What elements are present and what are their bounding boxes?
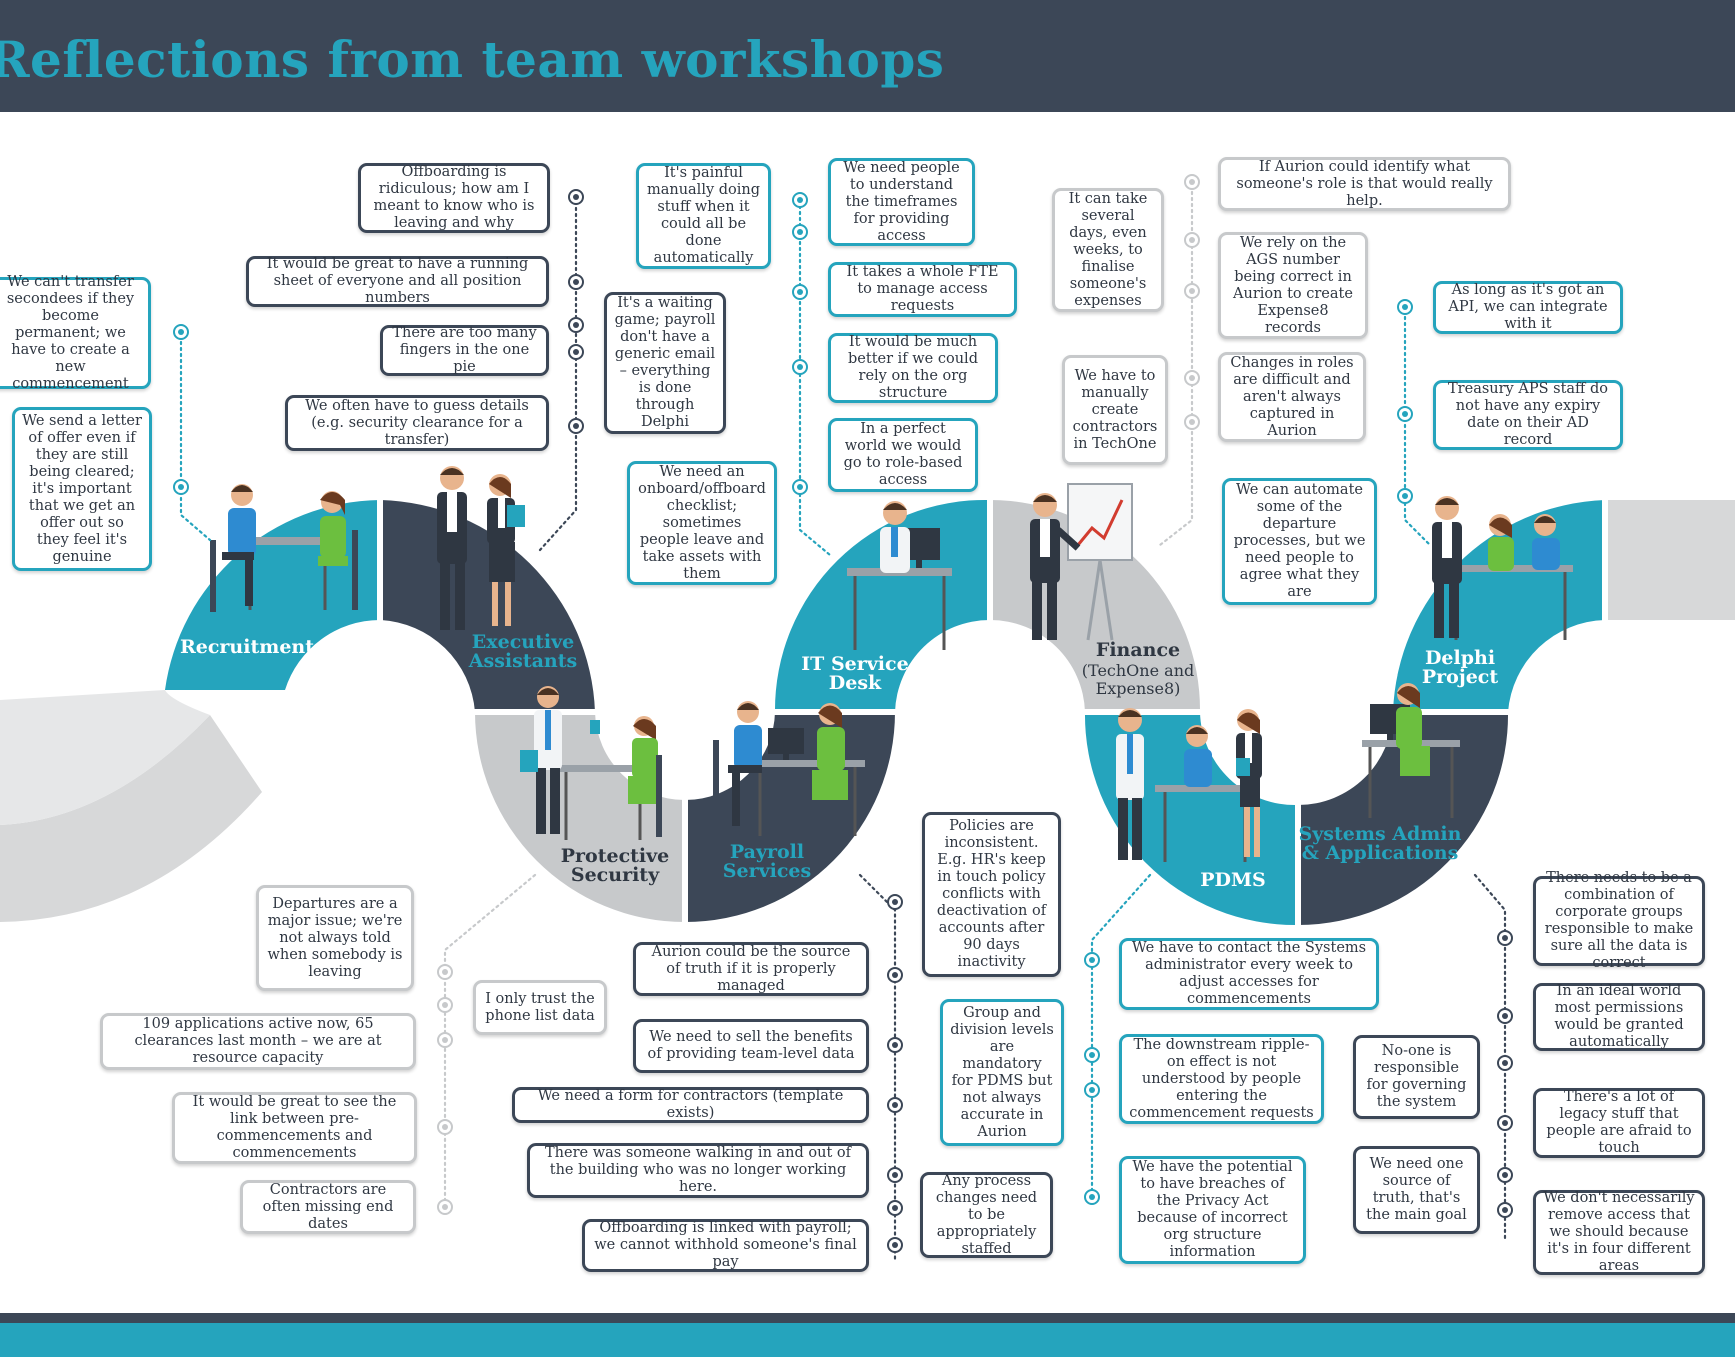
comment-box: Offboarding is ridiculous; how am I mean… — [358, 163, 550, 233]
comment-box: We don't necessarily remove access that … — [1533, 1190, 1705, 1275]
comment-box: Changes in roles are difficult and aren'… — [1218, 352, 1366, 442]
comment-box: If Aurion could identify what someone's … — [1218, 157, 1511, 211]
segment-label-line: Delphi — [1425, 647, 1495, 669]
comment-box: We need people to understand the timefra… — [828, 158, 975, 246]
comment-box: Policies are inconsistent. E.g. HR's kee… — [922, 812, 1061, 977]
segment-label-line: & Applications — [1302, 842, 1459, 864]
comment-box: As long as it's got an API, we can integ… — [1433, 281, 1623, 334]
connector-it-service-desk — [798, 198, 832, 557]
comment-box: Any process changes need to be appropria… — [920, 1172, 1053, 1258]
segment-label-line: Services — [723, 860, 811, 882]
comment-box: There's a lot of legacy stuff that peopl… — [1533, 1088, 1705, 1158]
systems-admin-scene-icon — [1362, 683, 1460, 818]
comment-box: I only trust the phone list data — [473, 980, 607, 1035]
comment-box: It's a waiting game; payroll don't have … — [604, 292, 726, 434]
comment-box: Contractors are often missing end dates — [240, 1180, 416, 1234]
connector-recruitment — [179, 328, 212, 542]
comment-box: We have to manually create contractors i… — [1062, 355, 1168, 465]
segment-systems-admin-shape — [1298, 712, 1509, 925]
footer-bar-dark — [0, 1313, 1735, 1323]
segment-recruitment-label: Recruitment — [180, 636, 314, 658]
segment-label-line: Assistants — [468, 650, 577, 672]
comment-box: It would be great to see the link betwee… — [172, 1092, 417, 1164]
connector-nodes — [173, 174, 1513, 1253]
payroll-services-scene-icon — [713, 701, 865, 836]
ribbon — [0, 496, 1735, 930]
ribbon-left-tail-inner — [0, 690, 210, 825]
connector-pdms — [1090, 873, 1152, 1202]
it-service-desk-scene-icon — [847, 501, 952, 650]
comment-box: We need a form for contractors (template… — [512, 1087, 869, 1123]
comment-box: There are too many fingers in the one pi… — [380, 325, 549, 376]
segment-systems-admin-label: Systems Admin& Applications — [1299, 823, 1462, 864]
office-scenes — [210, 466, 1573, 862]
recruitment-scene-icon — [210, 484, 358, 612]
segment-label-line: Executive — [472, 631, 574, 653]
comment-box: We need to sell the benefits of providin… — [633, 1019, 869, 1073]
page-title: Reflections from team workshops — [0, 30, 945, 89]
connector-executive-assistants — [538, 194, 578, 552]
segment-finance-label: Finance — [1096, 639, 1180, 661]
segment-label-line: Desk — [829, 672, 882, 694]
comment-box: There was someone walking in and out of … — [527, 1143, 869, 1198]
comment-box: We often have to guess details (e.g. sec… — [285, 395, 549, 451]
comment-box: No-one is responsible for governing the … — [1353, 1035, 1480, 1119]
comment-box: We have to contact the Systems administr… — [1119, 938, 1379, 1010]
comment-box: It would be much better if we could rely… — [828, 333, 998, 403]
comment-box: The downstream ripple-on effect is not u… — [1119, 1034, 1324, 1124]
segment-label-line: Protective — [561, 845, 670, 867]
comment-box: We have the potential to have breaches o… — [1119, 1156, 1306, 1264]
finance-scene-icon — [1030, 483, 1133, 641]
comment-box: Aurion could be the source of truth if i… — [633, 942, 869, 996]
segment-label-line: Payroll — [730, 841, 804, 863]
segment-label-line: Systems Admin — [1299, 823, 1462, 845]
header-bar: Reflections from team workshops — [0, 0, 1735, 112]
comment-box: Treasury APS staff do not have any expir… — [1433, 380, 1623, 450]
comment-box: Group and division levels are mandatory … — [940, 999, 1064, 1146]
ribbon-left-tail — [0, 715, 262, 922]
segment-sublabel-line: (TechOne and — [1082, 661, 1194, 680]
footer-bar-teal — [0, 1323, 1735, 1357]
connector-protective-security — [443, 873, 537, 1212]
comment-box: Offboarding is linked with payroll; we c… — [582, 1219, 869, 1272]
comment-box: We can't transfer secondees if they beco… — [0, 274, 151, 392]
comment-box: In a perfect world we would go to role-b… — [828, 418, 978, 492]
protective-security-scene-icon — [520, 686, 662, 840]
connector-delphi — [1403, 303, 1432, 547]
comment-box: We send a letter of offer even if they a… — [12, 407, 152, 571]
ribbon-right-tail — [1605, 500, 1735, 620]
comment-box: It can take several days, even weeks, to… — [1052, 188, 1164, 312]
segment-pdms-label: PDMS — [1200, 869, 1266, 891]
comment-box: We need an onboard/offboard checklist; s… — [627, 461, 777, 585]
comment-box: We need one source of truth, that's the … — [1353, 1146, 1480, 1234]
delphi-project-scene-icon — [1432, 496, 1573, 640]
segment-sublabel-line: Expense8) — [1096, 679, 1181, 698]
segment-label-line: Project — [1422, 666, 1499, 688]
comment-box: There needs to be a combination of corpo… — [1533, 870, 1705, 971]
executive-assistants-scene-icon — [437, 466, 525, 630]
comment-box: It takes a whole FTE to manage access re… — [828, 262, 1017, 317]
segment-label-line: IT Service — [801, 653, 908, 675]
segment-executive-assistants-shape — [380, 500, 595, 712]
comment-box: Departures are a major issue; we're not … — [256, 885, 414, 991]
comment-box: In an ideal world most permissions would… — [1533, 983, 1705, 1051]
comment-box: It would be great to have a running shee… — [246, 256, 549, 307]
comment-box: We rely on the AGS number being correct … — [1218, 232, 1368, 339]
comment-box: We can automate some of the departure pr… — [1222, 478, 1377, 605]
pdms-scene-icon — [1116, 708, 1262, 862]
comment-box: 109 applications active now, 65 clearanc… — [100, 1013, 416, 1070]
segment-label-line: Security — [571, 864, 660, 886]
comment-box: It's painful manually doing stuff when i… — [636, 163, 771, 269]
